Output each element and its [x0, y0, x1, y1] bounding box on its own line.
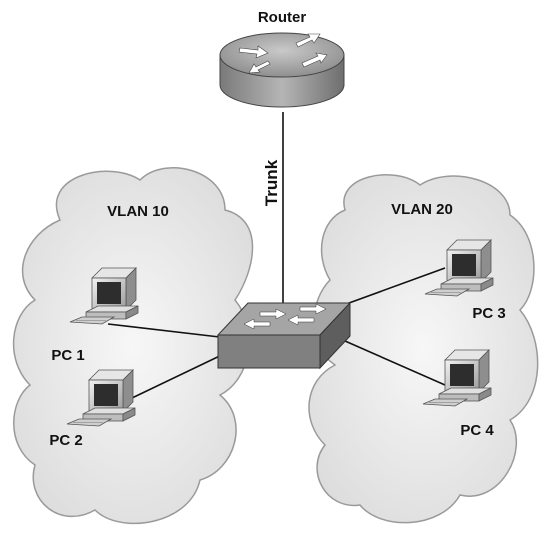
- trunk-label: Trunk: [262, 159, 281, 206]
- vlan-20-cloud: [308, 174, 539, 524]
- router-label: Router: [258, 9, 306, 26]
- pc-2-label: PC 2: [49, 432, 82, 449]
- router-icon: [219, 32, 345, 108]
- switch-icon: [216, 301, 352, 370]
- pc1-link: [107, 323, 229, 339]
- vlan-20-label: VLAN 20: [391, 201, 453, 218]
- pc-4-label: PC 4: [460, 422, 494, 439]
- pc3-link: [337, 267, 446, 308]
- pc-1-label: PC 1: [51, 347, 84, 364]
- vlan-10-cloud: [12, 167, 254, 525]
- pc-3-label: PC 3: [472, 305, 505, 322]
- vlan-10-label: VLAN 10: [107, 203, 169, 220]
- pc2-link: [131, 351, 229, 399]
